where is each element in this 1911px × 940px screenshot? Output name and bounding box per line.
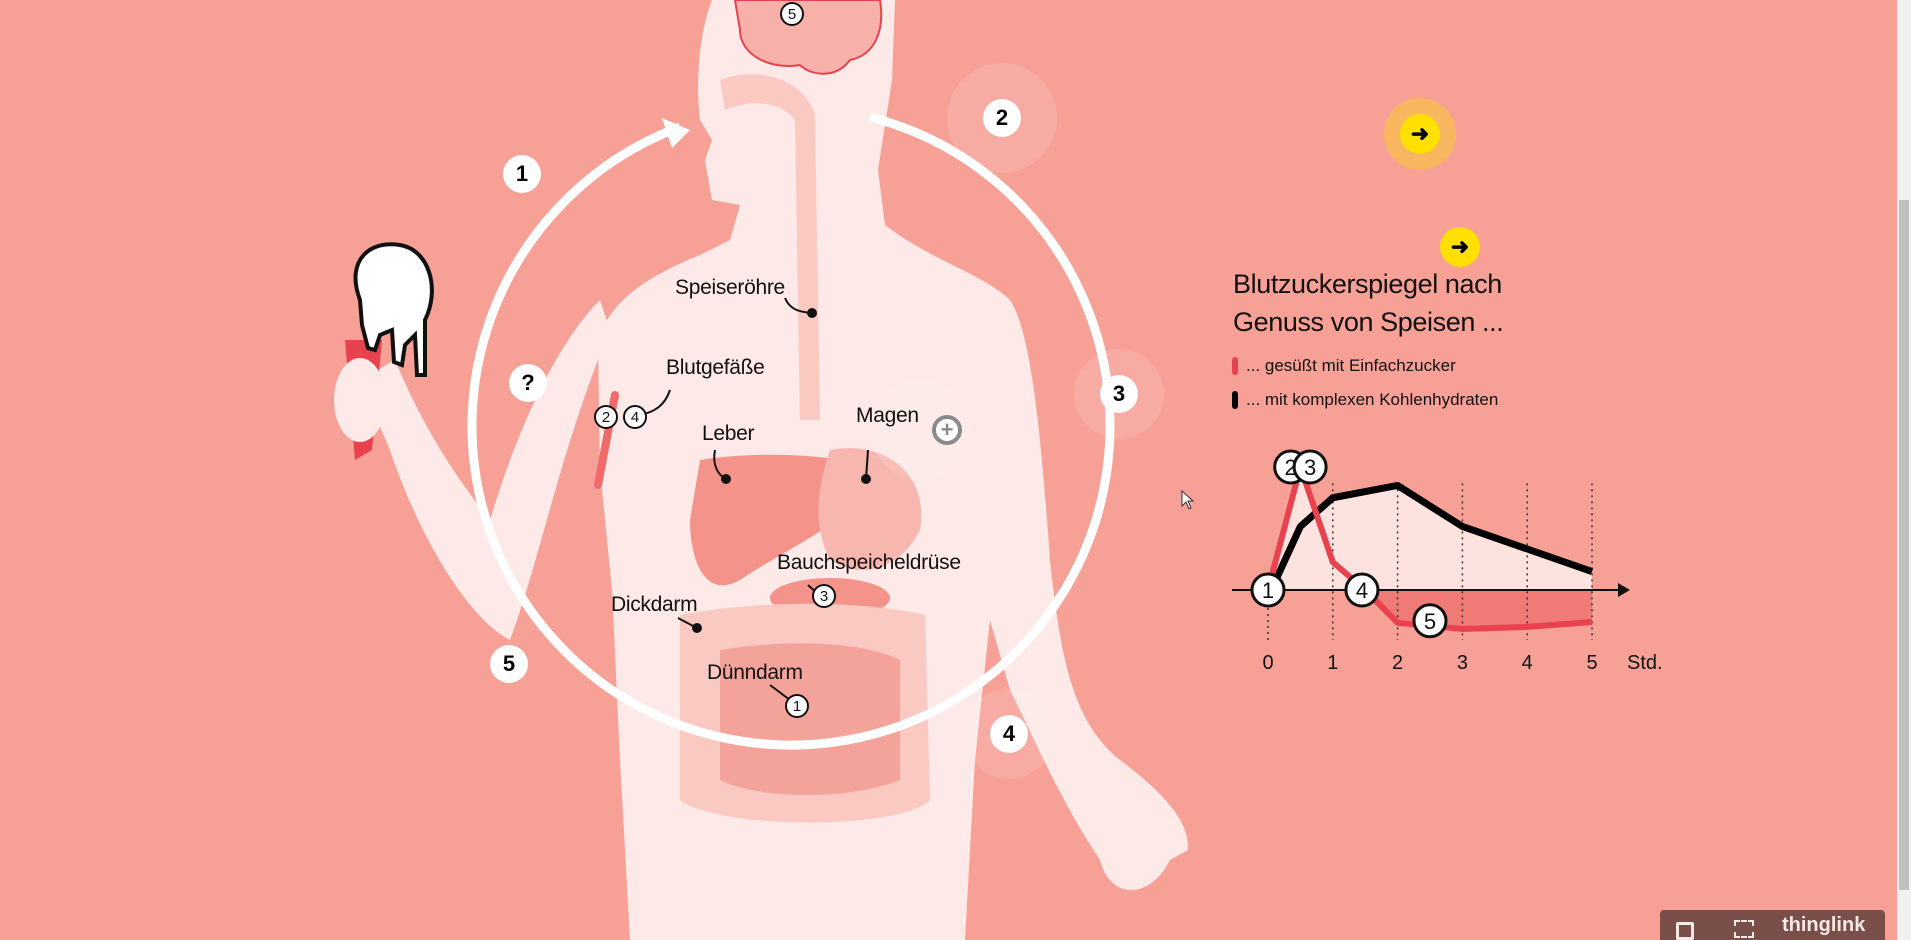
stomach-dot: [861, 474, 871, 484]
small-intestine-badge: 1: [785, 694, 809, 718]
x-tick-label: 1: [1327, 652, 1339, 674]
copy-icon[interactable]: [1676, 922, 1694, 940]
legend-item-complex: ... mit komplexen Kohlenhydraten: [1232, 390, 1498, 410]
ice-cream-icon: [334, 242, 434, 460]
mouse-cursor-icon: [1181, 490, 1195, 510]
label-colon: Dickdarm: [611, 593, 698, 616]
x-axis-arrow-icon: [1618, 583, 1630, 597]
step-2-hotspot[interactable]: 2: [983, 99, 1021, 137]
x-tick-label: 5: [1586, 652, 1598, 674]
scrollbar-thumb[interactable]: [1899, 200, 1909, 890]
point-marker-4: [1344, 572, 1380, 608]
point-marker-1: [1250, 572, 1286, 608]
x-tick-label: 4: [1521, 652, 1533, 674]
chart-title: Blutzuckerspiegel nach Genuss von Speise…: [1233, 265, 1504, 341]
esophagus-shape: [720, 74, 820, 421]
scrollbar[interactable]: [1897, 0, 1911, 940]
step-3-hotspot[interactable]: 3: [1100, 375, 1138, 413]
chart-next-button[interactable]: ➜: [1440, 227, 1480, 267]
step-1-hotspot[interactable]: 1: [503, 155, 541, 193]
colon-dot: [692, 623, 702, 633]
legend-swatch-black: [1232, 391, 1238, 409]
cycle-arrowhead-icon: [662, 118, 690, 148]
vessels-badge-4: 4: [623, 405, 647, 429]
chart-title-line2: Genuss von Speisen ...: [1233, 307, 1504, 337]
label-esophagus: Speiseröhre: [675, 276, 785, 299]
brain-badge: 5: [780, 2, 804, 26]
stomach-shape: [818, 448, 922, 570]
label-pancreas: Bauchspeicheldrüse: [777, 551, 961, 574]
label-small-intestine: Dünndarm: [707, 661, 803, 684]
esophagus-dot: [807, 308, 817, 318]
thinglink-toolbar: thinglink: [1660, 910, 1885, 940]
point-marker-label: 5: [1424, 609, 1436, 634]
question-hotspot[interactable]: ?: [509, 364, 547, 402]
point-marker-3: [1292, 449, 1328, 485]
legend-label: ... gesüßt mit Einfachzucker: [1246, 356, 1456, 375]
point-marker-label: 3: [1304, 455, 1316, 480]
plus-icon[interactable]: +: [932, 415, 962, 445]
legend-label: ... mit komplexen Kohlenhydraten: [1246, 390, 1499, 409]
legend-item-sugar: ... gesüßt mit Einfachzucker: [1232, 356, 1456, 376]
arrow-right-icon: ➜: [1400, 114, 1440, 154]
point-marker-5: [1412, 603, 1448, 639]
point-marker-label: 4: [1356, 578, 1368, 603]
brain-icon: [733, 0, 883, 75]
label-blood-vessels: Blutgefäße: [666, 356, 765, 379]
vessels-badge-2: 2: [594, 405, 618, 429]
x-axis-unit: Std.: [1627, 652, 1663, 674]
arrow-right-icon: ➜: [1450, 234, 1470, 259]
cycle-arrow: [467, 112, 1115, 750]
label-liver: Leber: [702, 422, 755, 445]
complex-carbs-line: [1268, 481, 1594, 592]
complex-area: [1271, 485, 1592, 590]
label-stomach: Magen: [856, 404, 919, 427]
next-button-halo[interactable]: ➜: [1384, 98, 1456, 170]
step-5-hotspot[interactable]: 5: [490, 645, 528, 683]
chart-title-line1: Blutzuckerspiegel nach: [1233, 269, 1502, 299]
fullscreen-icon[interactable]: [1734, 920, 1754, 938]
liver-dot: [721, 474, 731, 484]
step-4-hotspot[interactable]: 4: [990, 715, 1028, 753]
x-tick-label: 0: [1262, 652, 1274, 674]
thinglink-logo[interactable]: thinglink: [1782, 914, 1866, 936]
pancreas-badge: 3: [812, 584, 836, 608]
legend-swatch-red: [1232, 357, 1238, 375]
x-tick-label: 2: [1392, 652, 1404, 674]
small-intestine-shape: [720, 643, 900, 795]
point-marker-label: 1: [1262, 578, 1274, 603]
x-tick-label: 3: [1456, 652, 1468, 674]
